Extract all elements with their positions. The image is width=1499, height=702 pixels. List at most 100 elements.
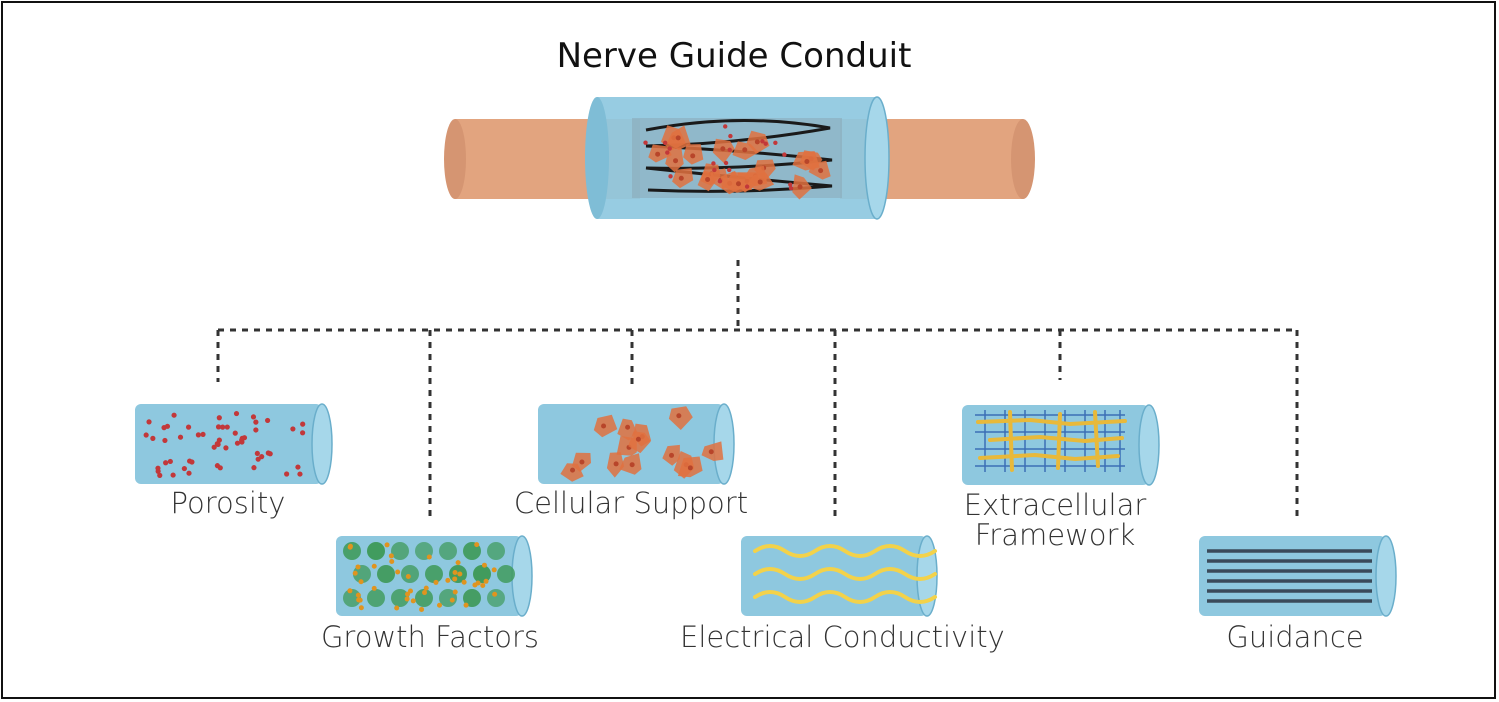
conduit-pore bbox=[667, 146, 672, 151]
pore bbox=[185, 424, 192, 430]
conduit-pore bbox=[773, 140, 778, 146]
pore bbox=[164, 423, 171, 429]
conduit-pore bbox=[727, 167, 732, 173]
growth-factor-dot bbox=[419, 606, 425, 612]
supporting-cell-nucleus bbox=[601, 423, 607, 429]
label-growth-factors: Growth Factors bbox=[320, 620, 540, 654]
growth-factor-sphere bbox=[353, 565, 371, 583]
growth-factor-dot bbox=[371, 563, 377, 569]
growth-factor-dot bbox=[355, 592, 361, 598]
pore bbox=[295, 464, 301, 470]
pore bbox=[187, 458, 193, 464]
supporting-cell bbox=[668, 406, 693, 430]
conduit-cell-nucleus bbox=[818, 168, 824, 174]
conduit-cell-nucleus bbox=[705, 176, 711, 182]
growth-factor-dot bbox=[352, 570, 358, 576]
growth-factor-sphere bbox=[391, 589, 409, 607]
pore bbox=[163, 460, 169, 466]
growth-factor-sphere bbox=[463, 589, 481, 607]
growth-factor-dot bbox=[461, 579, 467, 585]
growth-factor-sphere bbox=[367, 589, 385, 607]
guidance-channels bbox=[1207, 549, 1372, 603]
growth-factor-dot bbox=[358, 605, 364, 611]
conduit-pore bbox=[760, 139, 765, 144]
conduit-cell-nucleus bbox=[735, 181, 741, 187]
growth-factor-sphere bbox=[487, 542, 505, 560]
growth-factor-dot bbox=[449, 597, 455, 603]
growth-factor-dot bbox=[394, 605, 400, 611]
growth-factor-sphere bbox=[487, 589, 505, 607]
cylinder-extracellular-framework bbox=[962, 404, 1160, 486]
growth-factor-sphere bbox=[439, 542, 457, 560]
growth-factor-dot bbox=[474, 542, 480, 548]
conduit-pore bbox=[728, 133, 733, 139]
supporting-cell-nucleus bbox=[635, 436, 641, 442]
pore bbox=[171, 412, 177, 418]
growth-factor-sphere bbox=[497, 565, 515, 583]
growth-factor-dot bbox=[481, 562, 487, 568]
supporting-cell-nucleus bbox=[613, 461, 619, 467]
growth-factor-dot bbox=[355, 564, 361, 570]
growth-factor-dot bbox=[404, 596, 410, 602]
pore bbox=[167, 458, 173, 465]
conduit-cell-nucleus bbox=[720, 146, 726, 152]
supporting-cell-nucleus bbox=[629, 462, 635, 468]
growth-factor-dot bbox=[422, 590, 428, 596]
conduit-pore bbox=[717, 179, 723, 184]
conduit-pore bbox=[643, 140, 648, 145]
conduit-cell bbox=[754, 159, 776, 181]
growth-factor-dot bbox=[491, 567, 497, 573]
growth-factor-dot bbox=[405, 574, 411, 580]
label-cellular-support: Cellular Support bbox=[513, 486, 749, 520]
growth-factor-sphere bbox=[367, 542, 385, 560]
growth-factor-sphere bbox=[415, 589, 433, 607]
growth-factor-dot bbox=[483, 578, 489, 584]
pore bbox=[150, 435, 156, 441]
supporting-cell-nucleus bbox=[570, 467, 576, 473]
growth-factor-dot bbox=[384, 542, 390, 548]
pore bbox=[233, 410, 240, 417]
growth-factor-dot bbox=[347, 544, 353, 550]
growth-factor-dot bbox=[356, 597, 362, 603]
label-extracellular-framework-line2: Framework bbox=[974, 518, 1136, 552]
conduit-cell-nucleus bbox=[690, 153, 696, 159]
pore bbox=[224, 424, 230, 430]
growth-factor-dot bbox=[371, 585, 377, 591]
diagram-title: Nerve Guide Conduit bbox=[556, 36, 912, 76]
conduit-cell-nucleus bbox=[678, 175, 684, 181]
growth-factor-dot bbox=[426, 554, 432, 560]
pore bbox=[162, 437, 168, 444]
growth-factor-dot bbox=[452, 569, 458, 575]
pore bbox=[239, 439, 245, 445]
pore bbox=[265, 450, 271, 456]
growth-factor-dot bbox=[480, 582, 486, 588]
pore bbox=[217, 465, 223, 471]
cylinder-cellular-support bbox=[538, 403, 735, 485]
conduit-pore bbox=[723, 160, 729, 166]
pore bbox=[253, 419, 259, 425]
growth-factor-dot bbox=[433, 579, 439, 585]
growth-factor-dot bbox=[492, 591, 498, 597]
pore bbox=[251, 465, 257, 471]
growth-factor-particles bbox=[343, 542, 515, 612]
pore bbox=[234, 440, 241, 446]
main-conduit-illustration bbox=[444, 96, 1035, 220]
pore bbox=[300, 430, 306, 436]
conduit-pore bbox=[788, 182, 793, 187]
supporting-cell-nucleus bbox=[687, 465, 693, 471]
pore bbox=[216, 437, 222, 443]
pore bbox=[215, 424, 222, 430]
cylinder-growth-factors bbox=[336, 535, 533, 617]
connector-tree bbox=[216, 260, 1299, 522]
label-guidance: Guidance bbox=[1226, 620, 1364, 654]
growth-factor-dot bbox=[463, 602, 469, 608]
pore bbox=[232, 430, 238, 436]
pore bbox=[290, 426, 296, 432]
pore bbox=[143, 432, 149, 438]
growth-factor-sphere bbox=[377, 565, 395, 583]
conduit-pore bbox=[727, 147, 732, 152]
pore bbox=[170, 472, 176, 478]
growth-factor-dot bbox=[423, 585, 429, 591]
